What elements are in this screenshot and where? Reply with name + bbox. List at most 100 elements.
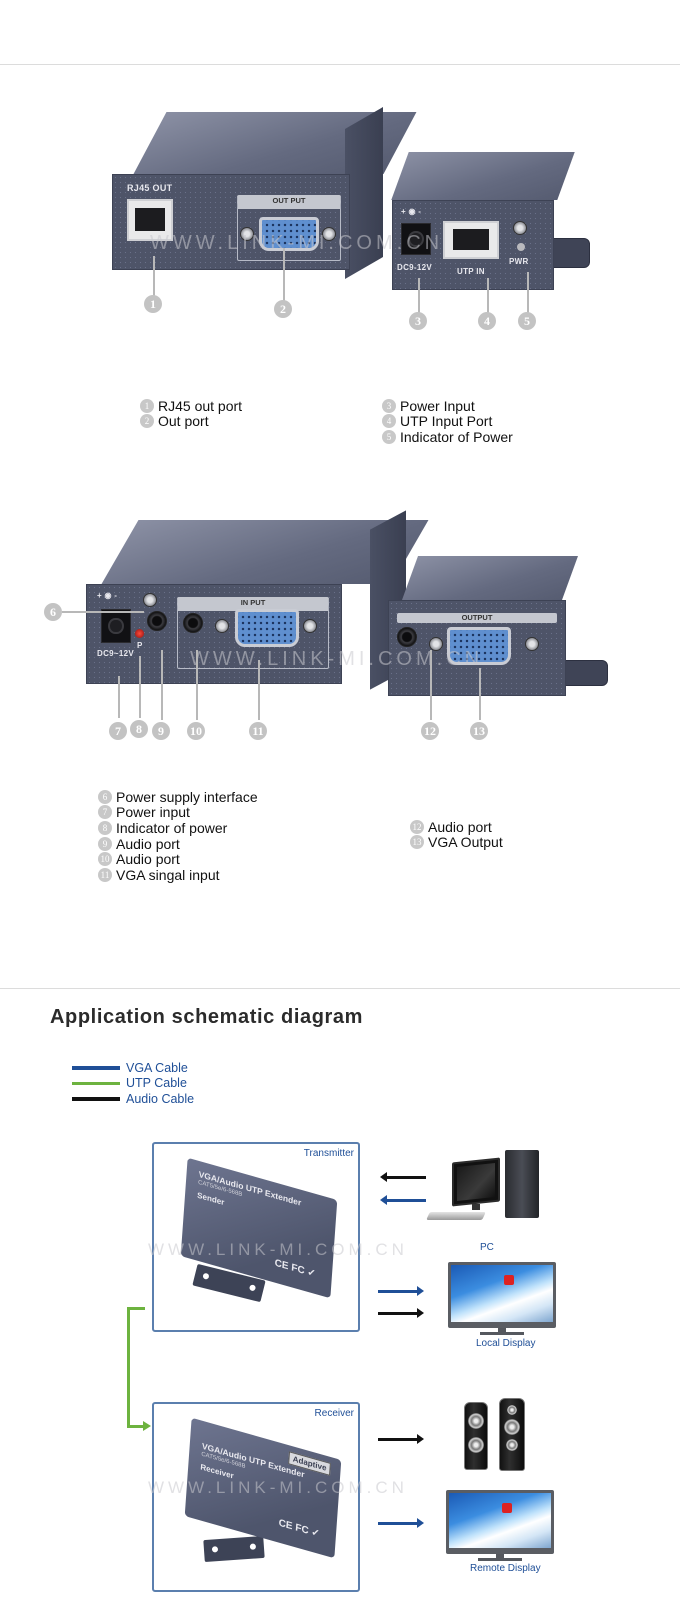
number-badge: 3 [382, 398, 396, 413]
output-frame-label: OUTPUT [461, 613, 493, 622]
receiver-mount-bracket [548, 238, 590, 268]
receiver-title: Receiver [314, 1408, 354, 1419]
legend-text: Power input [116, 804, 190, 821]
audio-jack [147, 611, 167, 631]
callout-7: 7 [109, 722, 127, 740]
speaker-cone [506, 1439, 518, 1451]
vga-cable-swatch [72, 1066, 120, 1070]
pc-label: PC [480, 1242, 494, 1253]
cable-legend-label: Audio Cable [126, 1091, 195, 1106]
callout-line [487, 278, 489, 314]
callout-line [196, 650, 198, 720]
rj45-out-port [127, 199, 173, 241]
vga-arrow-from-pc-icon [380, 1195, 426, 1204]
top-divider [0, 64, 680, 65]
utp-in-port [443, 221, 499, 259]
power-led [517, 243, 525, 251]
callout-6: 6 [44, 603, 62, 621]
legend-text: RJ45 out port [158, 397, 243, 414]
skier-graphic [502, 1502, 513, 1513]
dc-power-jack [101, 609, 131, 643]
speaker-cone [468, 1437, 484, 1453]
callout-2: 2 [274, 300, 292, 318]
device-role-text: Sender [196, 1190, 225, 1208]
legend-text: Audio port [428, 818, 492, 835]
display-screen [449, 1493, 551, 1548]
screw-icon [240, 227, 254, 241]
callout-line [161, 650, 163, 720]
utp-arrow-head-icon [143, 1421, 151, 1431]
power-led [135, 629, 144, 638]
remote-display-icon [446, 1490, 554, 1554]
receiver-front-panel: OUTPUT [388, 600, 566, 696]
cable-legend-vga: VGA Cable [72, 1060, 194, 1076]
dc-input-label: DC9~12V [97, 649, 135, 658]
number-badge: 4 [382, 414, 396, 429]
vga-out-port [447, 627, 511, 665]
watermark: WWW.LINK-MI.COM.CN [190, 648, 484, 670]
monitor-stand [472, 1204, 480, 1210]
dc-input-label: DC9-12V [397, 263, 433, 272]
dc-power-jack [401, 223, 431, 255]
vga-arrow-to-remote-display-icon [378, 1518, 424, 1527]
callout-12: 12 [421, 722, 439, 740]
rj45-out-label: RJ45 OUT [127, 183, 173, 193]
legend-text: Out port [158, 413, 209, 430]
tv-stand [498, 1328, 506, 1332]
utp-in-label: UTP IN [457, 267, 485, 276]
pc-tower [505, 1150, 539, 1218]
callout-5: 5 [518, 312, 536, 330]
number-badge: 10 [98, 852, 112, 867]
number-badge: 13 [410, 835, 424, 850]
number-badge: 11 [98, 867, 112, 882]
input-frame: IN PUT [177, 597, 329, 669]
callout-line [479, 668, 481, 720]
callout-line [153, 256, 155, 298]
callout-1: 1 [144, 295, 162, 313]
speaker-cone [504, 1419, 520, 1435]
receiver-mount-bracket [562, 660, 608, 686]
cable-legend-utp: UTP Cable [72, 1076, 194, 1092]
callout-8: 8 [130, 720, 148, 738]
screw-icon [322, 227, 336, 241]
led-label: P [137, 641, 143, 650]
callout-11: 11 [249, 722, 267, 740]
input-frame-label: IN PUT [240, 598, 266, 607]
watermark: WWW.LINK-MI.COM.CN [150, 232, 444, 254]
screw-icon [303, 619, 317, 633]
screw-icon [429, 637, 443, 651]
output-frame-label: OUT PUT [272, 196, 306, 205]
vga-arrow-to-local-display-icon [378, 1286, 424, 1295]
audio-arrow-from-pc-icon [380, 1172, 426, 1181]
certification-marks: CE FC ✓ [274, 1257, 317, 1281]
schematic-title: Application schematic diagram [50, 1006, 364, 1028]
pc-monitor [452, 1157, 500, 1207]
output-frame: OUT PUT [237, 195, 341, 261]
callout-13: 13 [470, 722, 488, 740]
legend-text: Power supply interface [116, 788, 258, 805]
pc-keyboard [426, 1212, 486, 1220]
number-badge: 5 [382, 429, 396, 444]
screw-icon [215, 619, 229, 633]
speaker-cone [507, 1405, 517, 1415]
legend-text: Indicator of power [116, 819, 228, 836]
utp-cable-path [127, 1307, 145, 1310]
ground-screw-icon [513, 221, 527, 235]
legend-item: 4 UTP Input Port [382, 413, 513, 430]
local-display-label: Local Display [476, 1338, 536, 1349]
ground-screw-icon [143, 593, 157, 607]
mount-bracket [203, 1535, 265, 1563]
number-badge: 8 [98, 820, 112, 835]
cable-legend: VGA Cable UTP Cable Audio Cable [72, 1060, 194, 1107]
callout-line [418, 278, 420, 314]
legend-text: UTP Input Port [400, 413, 493, 430]
sender-front-panel: RJ45 OUT OUT PUT [112, 174, 350, 270]
callout-9: 9 [152, 722, 170, 740]
callout-3: 3 [409, 312, 427, 330]
